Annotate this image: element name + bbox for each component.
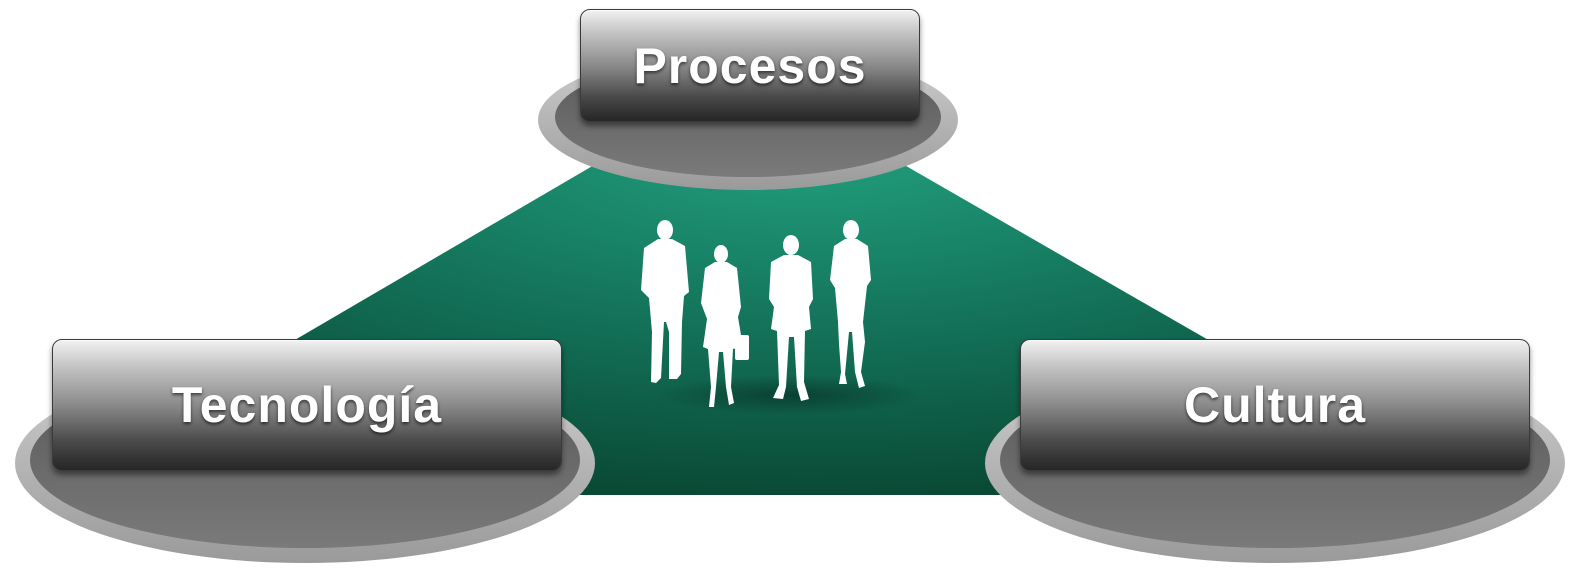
procesos-box: Procesos [580,9,920,122]
tecnologia-box: Tecnología [52,339,562,471]
cultura-label: Cultura [1184,377,1366,433]
people-shadow [655,375,925,415]
cultura-box: Cultura [1020,339,1530,471]
tecnologia-label: Tecnología [171,377,443,433]
procesos-label: Procesos [633,37,867,94]
people-silhouettes-icon [641,220,871,407]
